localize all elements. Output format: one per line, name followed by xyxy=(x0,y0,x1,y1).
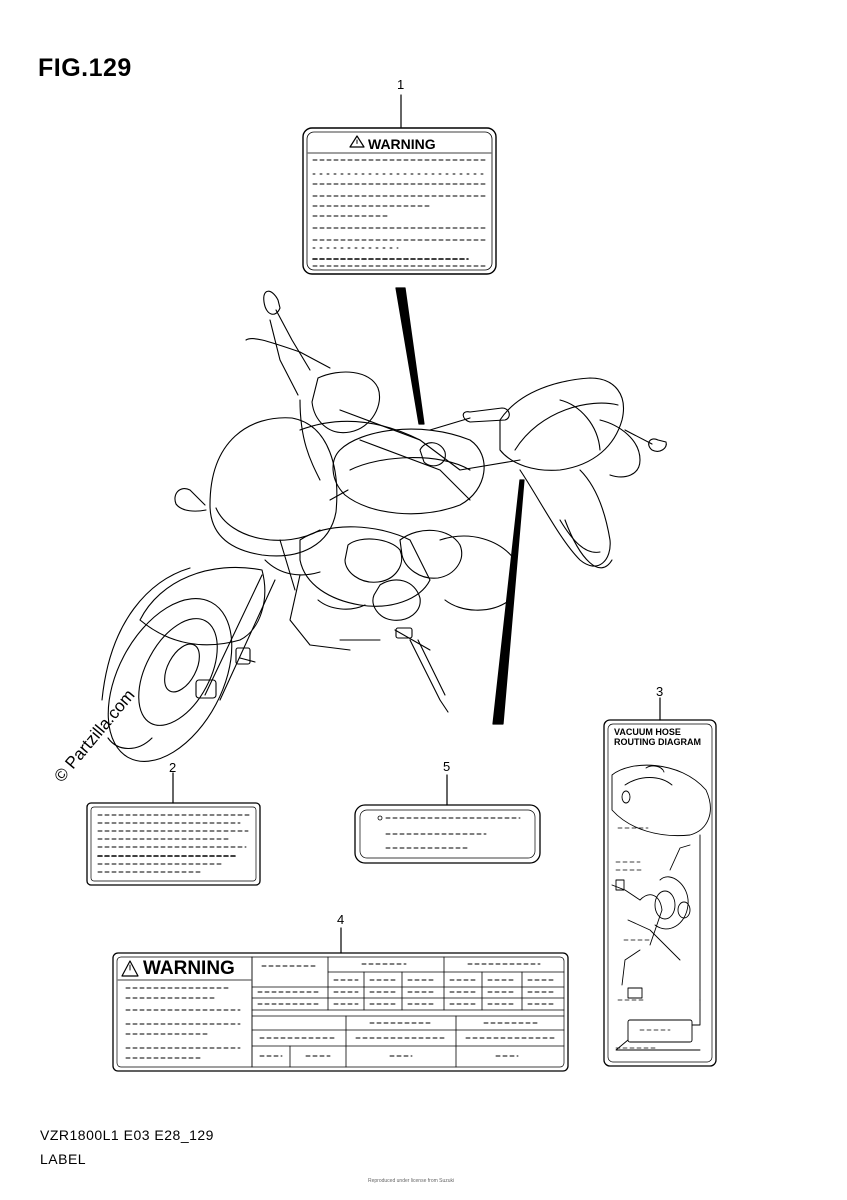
motorcycle-drawing xyxy=(101,290,667,762)
warning-triangle-icon xyxy=(349,135,365,148)
section-name: LABEL xyxy=(40,1151,87,1167)
callout-number-1: 1 xyxy=(397,77,405,92)
label-5-info[interactable] xyxy=(354,774,541,864)
label-2-blank[interactable] xyxy=(86,772,261,886)
label-4-warning-text: WARNING xyxy=(143,958,235,979)
label-4-warning-table[interactable] xyxy=(112,927,569,1072)
warning-triangle-icon xyxy=(121,960,139,977)
label-3-title-line2: ROUTING DIAGRAM xyxy=(614,737,701,747)
callout-number-3: 3 xyxy=(656,684,664,699)
callout-number-4: 4 xyxy=(337,912,345,927)
callout-number-2: 2 xyxy=(169,760,177,775)
label-1-warning[interactable] xyxy=(302,94,497,275)
model-code: VZR1800L1 E03 E28_129 xyxy=(40,1127,214,1143)
label-3-title-line1: VACUUM HOSE xyxy=(614,727,681,737)
label-1-text-lines xyxy=(312,159,489,267)
callout-number-5: 5 xyxy=(443,759,451,774)
leader-wedge-frame xyxy=(492,479,525,725)
vacuum-diagram-drawing xyxy=(611,764,711,1051)
copyright-notice: Reproduced under license from Suzuki xyxy=(368,1178,455,1184)
label-3-vacuum-hose-routing[interactable] xyxy=(603,697,717,1067)
leader-wedge-tank xyxy=(395,287,425,425)
label-1-warning-text: WARNING xyxy=(368,136,436,152)
figure-title: FIG.129 xyxy=(38,54,132,82)
